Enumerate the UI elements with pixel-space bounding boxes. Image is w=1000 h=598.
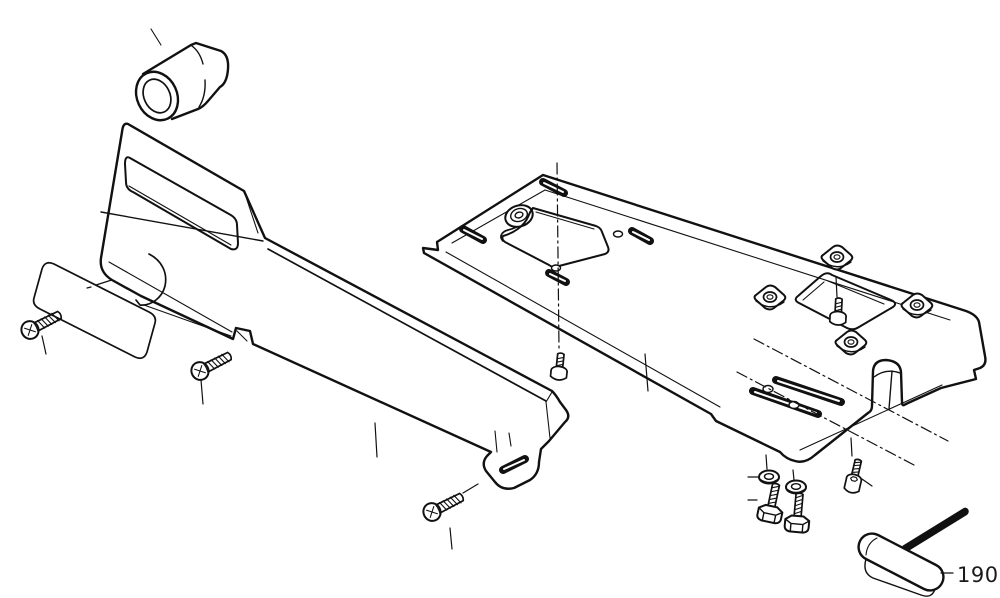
cover-leader-line <box>374 422 378 458</box>
plate-opening-left <box>501 207 610 268</box>
page-number: 190 <box>957 563 999 587</box>
center-lines <box>556 162 949 466</box>
washer-right <box>785 479 807 495</box>
screw-bottom-leader <box>449 527 453 550</box>
machine-screw-center <box>549 352 568 381</box>
hex-bolt-left <box>756 482 784 525</box>
pan-head-screw-bottom <box>422 492 465 522</box>
plate-bosses <box>753 244 934 356</box>
screw-middle-leader <box>200 379 204 405</box>
washer-left-leader-v <box>765 454 768 470</box>
machine-screw-right-leader <box>835 276 838 298</box>
plate-thumb-notch <box>873 370 901 410</box>
pan-head-screw-left <box>20 310 63 340</box>
screw-left-leader <box>41 335 47 355</box>
bushing-leader-line <box>150 28 162 46</box>
washer-right-leader <box>792 469 795 481</box>
screw-bottom-tip-leader <box>462 483 479 494</box>
pan-head-screw-middle <box>190 351 233 381</box>
plate-leader-line <box>644 353 649 392</box>
machine-screw-right <box>828 297 847 326</box>
socket-screw-leader-d <box>861 478 873 487</box>
plate-opening-right <box>794 272 897 331</box>
name-plate-leader-dash <box>86 286 92 289</box>
hex-key <box>857 507 969 597</box>
hex-bolt-right <box>783 492 811 534</box>
washer-left <box>758 469 780 485</box>
plate-slots <box>459 178 845 418</box>
base-plate <box>421 173 987 463</box>
bushing-cap <box>134 28 230 122</box>
cover-window <box>124 156 239 251</box>
socket-screw-leader-v <box>850 437 853 457</box>
socket-head-screw <box>843 458 863 494</box>
top-cover <box>99 122 570 490</box>
